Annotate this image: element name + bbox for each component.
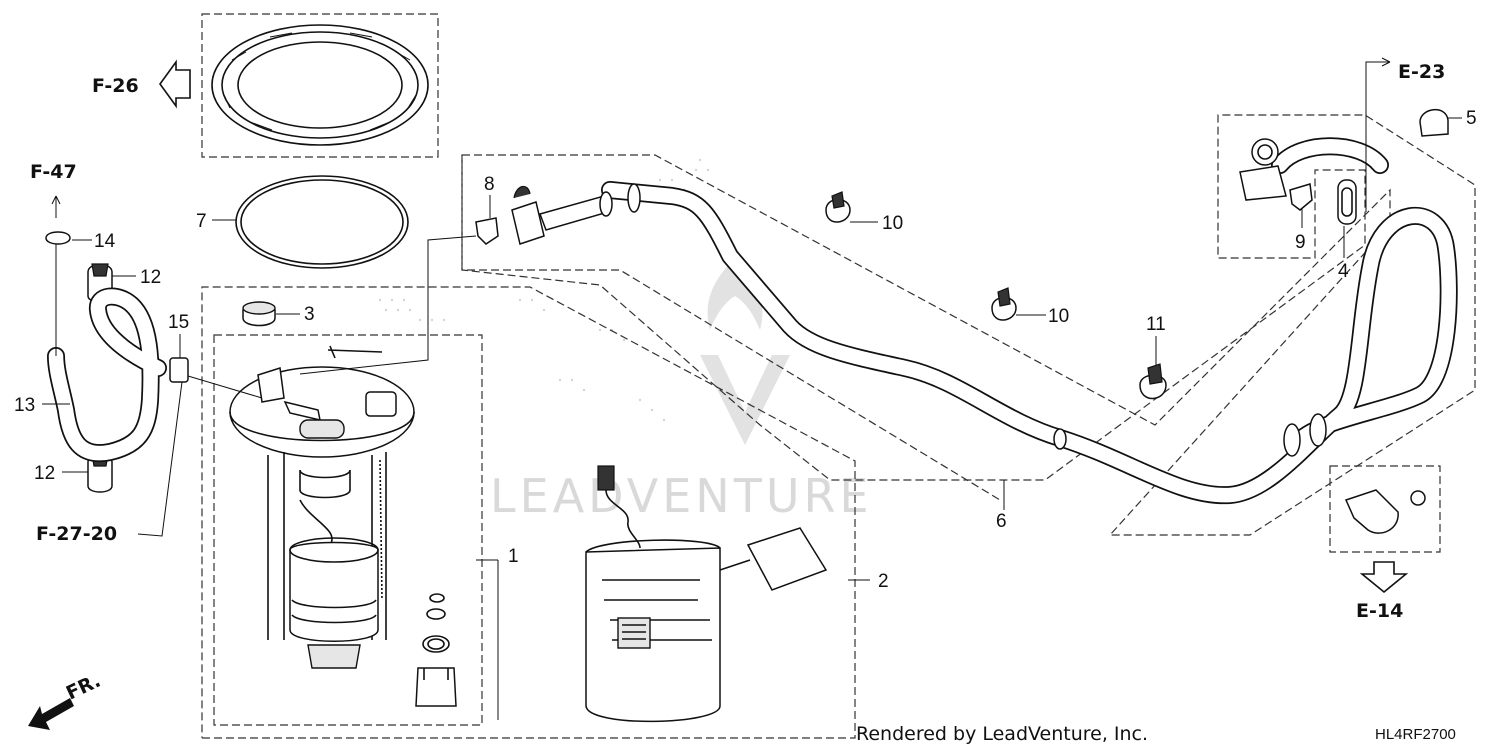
callout-10-upper: 10 <box>882 213 903 234</box>
callout-3: 3 <box>304 304 315 325</box>
callout-6: 6 <box>996 511 1007 532</box>
clamp-10-lower <box>991 287 1017 321</box>
arrow-f26 <box>159 59 191 109</box>
callout-15: 15 <box>168 312 189 333</box>
callout-8: 8 <box>484 174 495 195</box>
breather-hose <box>47 244 167 463</box>
bracket-e14 <box>1344 489 1426 534</box>
frame-fuel-pump-assembly <box>201 286 856 739</box>
callout-4: 4 <box>1338 261 1349 282</box>
front-direction-arrow <box>28 698 74 730</box>
gasket <box>235 175 409 269</box>
callout-14: 14 <box>94 231 116 252</box>
quick-connector-rear <box>1239 138 1287 201</box>
ref-e23: E-23 <box>1398 61 1445 83</box>
clamp-10-upper <box>825 191 851 223</box>
arrow-e14 <box>1359 561 1409 594</box>
clip-5 <box>1419 109 1449 137</box>
watermark: LEADVENTURE <box>378 158 873 523</box>
callout-12-upper: 12 <box>140 267 161 288</box>
quick-connector-front <box>511 183 641 245</box>
callouts: 1 2 3 4 5 6 7 8 9 10 10 11 12 12 13 14 1… <box>14 108 1477 592</box>
callout-1: 1 <box>508 546 519 567</box>
fuel-hose <box>601 137 1458 505</box>
ref-f47: F-47 <box>30 161 77 183</box>
dashed-frames <box>201 13 1476 739</box>
credit-text: Rendered by LeadVenture, Inc. <box>856 723 1148 745</box>
callout-7: 7 <box>196 211 207 232</box>
o-ring-set <box>415 593 457 707</box>
leader-lines <box>42 57 1462 720</box>
fuel-sender-housing <box>585 465 828 723</box>
lock-ring <box>211 24 429 146</box>
fuel-pump-module <box>229 345 415 669</box>
clip-14 <box>45 231 71 245</box>
frame-pump-module <box>213 334 483 726</box>
clip-4 <box>1337 179 1357 225</box>
clip-15 <box>169 357 189 383</box>
frame-lock-ring <box>201 13 439 158</box>
clip-9 <box>1289 183 1313 211</box>
section-references: F-26 F-47 F-27-20 E-23 E-14 <box>30 61 1445 622</box>
clamp-11 <box>1139 363 1167 400</box>
diagram-code: HL4RF2700 <box>1375 726 1456 743</box>
cap <box>242 301 276 327</box>
ref-f27-20: F-27-20 <box>36 523 117 545</box>
callout-5: 5 <box>1466 108 1477 129</box>
callout-12-lower: 12 <box>34 463 55 484</box>
callout-9: 9 <box>1295 232 1306 253</box>
ref-e14: E-14 <box>1356 600 1403 622</box>
frame-hose-assembly <box>461 114 1476 536</box>
frame-e14-clamp <box>1329 465 1441 553</box>
frame-filter-section <box>461 155 1001 501</box>
ref-f26: F-26 <box>92 75 139 97</box>
callout-2: 2 <box>878 571 889 592</box>
front-direction-label: FR. <box>63 670 104 705</box>
watermark-text: LEADVENTURE <box>490 469 873 523</box>
clip-8 <box>475 217 499 245</box>
callout-11: 11 <box>1146 314 1166 335</box>
callout-10-lower: 10 <box>1048 306 1069 327</box>
callout-13: 13 <box>14 395 35 416</box>
